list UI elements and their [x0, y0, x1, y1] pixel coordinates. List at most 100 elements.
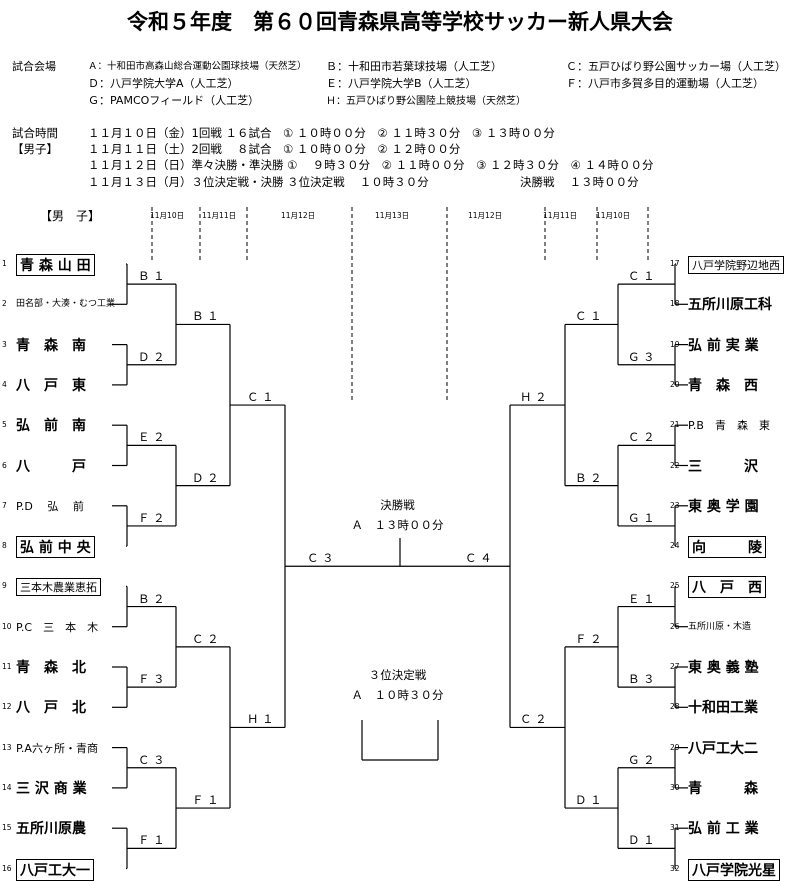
team-name: 八 戸 — [16, 458, 86, 475]
date-head-l3: 11月12日 — [281, 211, 316, 220]
venue-d: Ｄ：八戸学院大学A（人工芝） — [88, 77, 239, 90]
team-name: 青 森 北 — [16, 660, 86, 676]
match-label: Ｃ １ — [575, 309, 602, 324]
match-label: Ｆ １ — [138, 833, 165, 848]
match-label: Ｆ ２ — [575, 631, 602, 646]
match-label: Ｂ ３ — [628, 672, 655, 687]
team-name: 八戸工大一 — [16, 858, 94, 881]
match-label: Ｇ ２ — [628, 752, 655, 767]
team-seed-number: 11 — [2, 662, 12, 671]
team-seed-number: 10 — [2, 621, 12, 631]
team-name: P.A六ヶ所・青商 — [16, 741, 98, 755]
team-name: P.B 青 森 東 — [688, 419, 770, 433]
match-label: Ｆ １ — [192, 793, 219, 808]
team-name: 五所川原・木造 — [688, 621, 752, 632]
team-seed-number: 31 — [670, 823, 680, 833]
match-label: Ｃ １ — [247, 390, 274, 405]
team-seed-number: 6 — [2, 460, 7, 470]
team-seed-number: 18 — [670, 299, 680, 309]
team-seed-number: 19 — [670, 339, 680, 349]
date-head-r3: 11月10日 — [596, 211, 631, 220]
team-name: 弘 前 中 央 — [16, 536, 95, 559]
team-name: 青 森 山 田 — [16, 254, 95, 276]
date-head-l1: 11月10日 — [150, 211, 185, 220]
third-place-detail: Ａ １０時３０分 — [351, 688, 444, 702]
match-label: Ｃ ４ — [465, 551, 492, 566]
match-label: Ｈ １ — [247, 712, 274, 727]
date-head-center: 11月13日 — [375, 211, 410, 220]
match-label: Ｂ ２ — [138, 591, 165, 606]
team-name: 東 奥 義 塾 — [688, 660, 759, 676]
venue-h: Ｈ：五戸ひばり野公園陸上競技場（天然芝） — [326, 96, 526, 107]
bracket-label: 【男 子】 — [40, 209, 101, 223]
match-label: Ｄ ２ — [138, 349, 165, 364]
match-label: Ｄ １ — [628, 833, 655, 848]
team-seed-number: 28 — [670, 702, 680, 712]
date-head-r2: 11月11日 — [543, 211, 578, 220]
venue-g: Ｇ：PAMCOフィールド（人工芝） — [88, 94, 260, 107]
match-label: Ｇ １ — [628, 510, 655, 525]
match-label: Ｃ １ — [628, 269, 655, 284]
schedule-label: 試合時間 — [12, 126, 58, 140]
team-name: 八戸学院野辺地西 — [688, 256, 784, 274]
team-seed-number: 16 — [2, 863, 12, 873]
team-name: 三 沢 — [688, 458, 758, 475]
match-label: Ｄ １ — [575, 793, 602, 808]
team-seed-number: 4 — [2, 379, 7, 389]
team-seed-number: 7 — [2, 500, 7, 510]
team-seed-number: 9 — [2, 581, 7, 591]
team-name: 弘 前 実 業 — [688, 337, 759, 354]
final-detail: Ａ １３時００分 — [351, 518, 444, 532]
team-name: 弘 前 工 業 — [688, 821, 759, 838]
team-name: 八戸工大二 — [688, 740, 758, 757]
team-seed-number: 20 — [670, 379, 680, 389]
team-seed-number: 30 — [670, 782, 680, 792]
venue-label: 試合会場 — [12, 60, 56, 73]
match-label: Ｃ ３ — [307, 551, 334, 566]
team-name: 青 森 — [688, 780, 758, 797]
team-name: 八 戸 西 — [688, 576, 766, 599]
team-seed-number: 23 — [670, 500, 680, 510]
team-seed-number: 26 — [670, 621, 680, 631]
schedule-line-4: １１月１３日（月）３位決定戦・決勝 ３位決定戦 １０時３０分 — [88, 175, 429, 189]
team-name: 弘 前 南 — [16, 418, 86, 435]
match-label: Ｃ ２ — [192, 631, 219, 646]
match-label: Ｃ ２ — [520, 712, 547, 727]
venue-e: Ｅ：八戸学院大学B（人工芝） — [326, 77, 477, 90]
date-head-r1: 11月12日 — [468, 211, 503, 220]
match-label: Ｃ ３ — [138, 752, 165, 767]
team-name: P.C 三 本 木 — [16, 620, 99, 634]
match-label: Ｃ ２ — [628, 430, 655, 445]
schedule-sub-label: 【男子】 — [12, 142, 58, 156]
final-title: 決勝戦 — [380, 498, 415, 512]
schedule-line-2: １１月１１日（土）2回戦 ８試合 ① １０時００分 ② １２時００分 — [88, 142, 461, 156]
team-seed-number: 13 — [2, 742, 12, 752]
team-name: 十和田工業 — [688, 700, 758, 717]
team-name: 三本木農業恵拓 — [16, 578, 101, 597]
team-seed-number: 27 — [670, 662, 680, 671]
team-seed-number: 12 — [2, 702, 12, 712]
team-seed-number: 17 — [670, 259, 680, 268]
schedule-line-3: １１月１２日（日）準々決勝・準決勝 ① ９時３０分 ② １１時００分 ③ １２時… — [88, 158, 654, 172]
venue-a: Ａ：十和田市高森山総合運動公園球技場（天然芝） — [88, 61, 307, 72]
third-place-title: ３位決定戦 — [368, 668, 427, 682]
team-seed-number: 5 — [2, 420, 7, 430]
match-label: Ｂ ２ — [575, 470, 602, 485]
team-name: P.D 弘 前 — [16, 499, 84, 513]
team-seed-number: 22 — [670, 460, 680, 470]
team-name: 東 奥 学 園 — [688, 498, 759, 515]
match-label: Ｈ ２ — [520, 390, 547, 405]
match-label: Ｆ ３ — [138, 672, 165, 687]
date-head-l2: 11月11日 — [202, 211, 237, 220]
team-seed-number: 15 — [2, 823, 12, 833]
match-label: Ｂ １ — [192, 309, 219, 324]
team-name: 三 沢 商 業 — [16, 780, 87, 797]
schedule-final-line: 決勝戦 １３時００分 — [520, 175, 639, 189]
team-seed-number: 2 — [2, 299, 7, 309]
schedule-line-1: １１月１０日（金）1回戦 １６試合 ① １０時００分 ② １１時３０分 ③ １３… — [88, 126, 555, 140]
team-seed-number: 8 — [2, 541, 7, 551]
team-seed-number: 1 — [2, 259, 7, 268]
team-name: 八 戸 東 — [16, 377, 86, 394]
team-name: 八戸学院光星 — [688, 858, 780, 881]
